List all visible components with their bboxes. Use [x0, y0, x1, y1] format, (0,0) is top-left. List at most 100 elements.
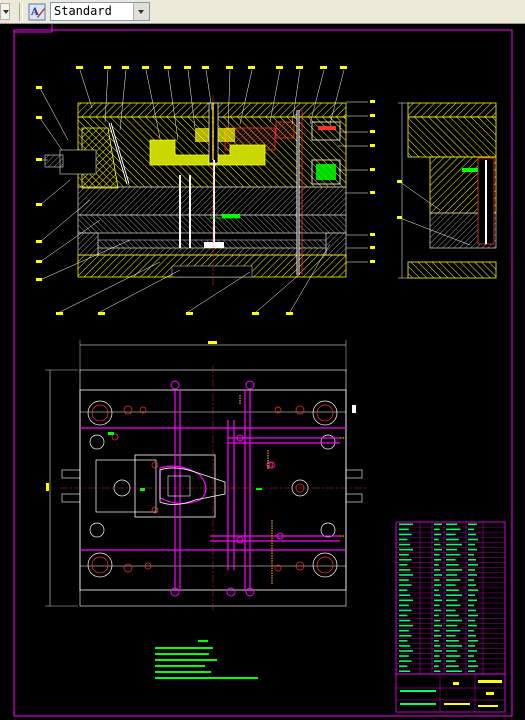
parts-list-entry: [446, 589, 459, 591]
parts-list-entry: [434, 523, 442, 526]
parts-list-entry: [446, 629, 461, 632]
parts-list-entry: [434, 609, 442, 612]
parts-list-entry: [468, 553, 474, 556]
parts-list-entry: [434, 594, 441, 597]
parts-list-entry: [399, 553, 409, 556]
parts-list-entry: [434, 538, 439, 541]
parts-list-entry: [434, 553, 440, 556]
parts-list-entry: [446, 574, 458, 576]
parts-list-entry: [446, 609, 456, 612]
parts-list-entry: [399, 594, 411, 597]
parts-list-entry: [468, 645, 475, 647]
parts-list-entry: [399, 533, 412, 536]
parts-list-entry: [434, 629, 440, 632]
parts-list-entry: [446, 523, 458, 526]
parts-list-entry: [434, 564, 439, 566]
parts-list-entry: [399, 645, 411, 647]
parts-list-entry: [434, 640, 439, 642]
parts-list-entry: [434, 670, 441, 673]
mold-section-view: [36, 66, 375, 315]
technical-notes: [155, 640, 258, 679]
parts-list-entry: [446, 655, 461, 657]
parts-list-entry: [434, 634, 442, 637]
parts-list-entry: [468, 665, 478, 667]
parts-list-entry: [468, 670, 475, 673]
parts-list-entry: [446, 599, 458, 602]
parts-list-entry: [399, 629, 409, 632]
parts-list-entry: [399, 609, 412, 612]
parts-list-entry: [399, 564, 408, 566]
parts-list-entry: [399, 548, 413, 551]
parts-list-entry: [446, 660, 456, 662]
parts-list-entry: [434, 655, 440, 657]
parts-list-entry: [468, 629, 474, 632]
parts-list-entry: [468, 564, 478, 566]
parts-list-entry: [434, 645, 441, 647]
parts-list-entry: [468, 574, 477, 576]
parts-list-entry: [468, 599, 477, 602]
mold-plan-view: [45, 340, 366, 612]
parts-list-entry: [399, 604, 409, 607]
parts-list-entry: [468, 533, 476, 536]
parts-list-entry: [446, 634, 456, 637]
parts-list-entry: [468, 558, 476, 561]
parts-list-entry: [434, 619, 441, 622]
parts-list-entry: [446, 604, 461, 607]
parts-list-entry: [399, 640, 408, 642]
parts-list-entry: [468, 624, 477, 627]
parts-list-entry: [399, 538, 408, 541]
parts-list-entry: [468, 609, 476, 612]
parts-list-entry: [399, 574, 413, 576]
text-style-icon[interactable]: A: [28, 3, 46, 21]
parts-list-entry: [399, 665, 408, 667]
parts-list-entry: [468, 604, 474, 607]
parts-list-entry: [468, 528, 474, 531]
parts-list-entry: [434, 569, 441, 571]
parts-list-entry: [468, 594, 475, 597]
text-style-value: Standard: [54, 4, 112, 18]
parts-list-entry: [446, 640, 459, 642]
parts-list-entry: [434, 614, 439, 617]
parts-list-entry: [399, 543, 411, 546]
parts-list-entry: [468, 579, 474, 581]
parts-list-entry: [434, 604, 440, 607]
parts-list-entry: [399, 579, 409, 581]
parts-list-entry: [399, 614, 408, 617]
toolbar: A Standard: [0, 0, 525, 24]
parts-list-entry: [446, 538, 459, 541]
parts-list-entry: [434, 543, 441, 546]
parts-list-entry: [434, 584, 442, 586]
cad-drawing-canvas[interactable]: [0, 24, 525, 720]
parts-list-entry: [434, 665, 439, 667]
parts-list-entry: [446, 528, 461, 531]
parts-list-entry: [399, 569, 411, 571]
parts-list-entry: [399, 650, 413, 652]
chevron-down-icon[interactable]: [133, 3, 149, 20]
parts-list-entry: [468, 569, 475, 571]
parts-list-entry: [468, 543, 475, 546]
parts-list-entry: [399, 655, 409, 657]
parts-list-entry: [434, 579, 440, 581]
parts-list-entry: [446, 645, 462, 647]
parts-list-entry: [446, 624, 458, 627]
title-block: [395, 521, 506, 713]
parts-list-entry: [468, 548, 477, 551]
parts-list-entry: [434, 660, 442, 662]
parts-list-entry: [468, 614, 478, 617]
parts-list-entry: [468, 640, 478, 642]
parts-list-entry: [468, 589, 478, 591]
parts-list-entry: [446, 564, 459, 566]
text-style-select[interactable]: Standard: [50, 2, 150, 21]
parts-list-entry: [446, 579, 461, 581]
toolbar-separator: [19, 3, 23, 21]
parts-list-entry: [434, 574, 442, 576]
parts-list-entry: [399, 558, 412, 561]
toolbar-dropdown-arrow[interactable]: [0, 3, 10, 20]
parts-list-entry: [399, 523, 413, 526]
parts-list-entry: [434, 548, 442, 551]
parts-list-entry: [399, 584, 412, 586]
parts-list-entry: [399, 634, 412, 637]
parts-list-entry: [468, 538, 478, 541]
parts-list-entry: [446, 665, 459, 667]
parts-list-entry: [468, 523, 477, 526]
